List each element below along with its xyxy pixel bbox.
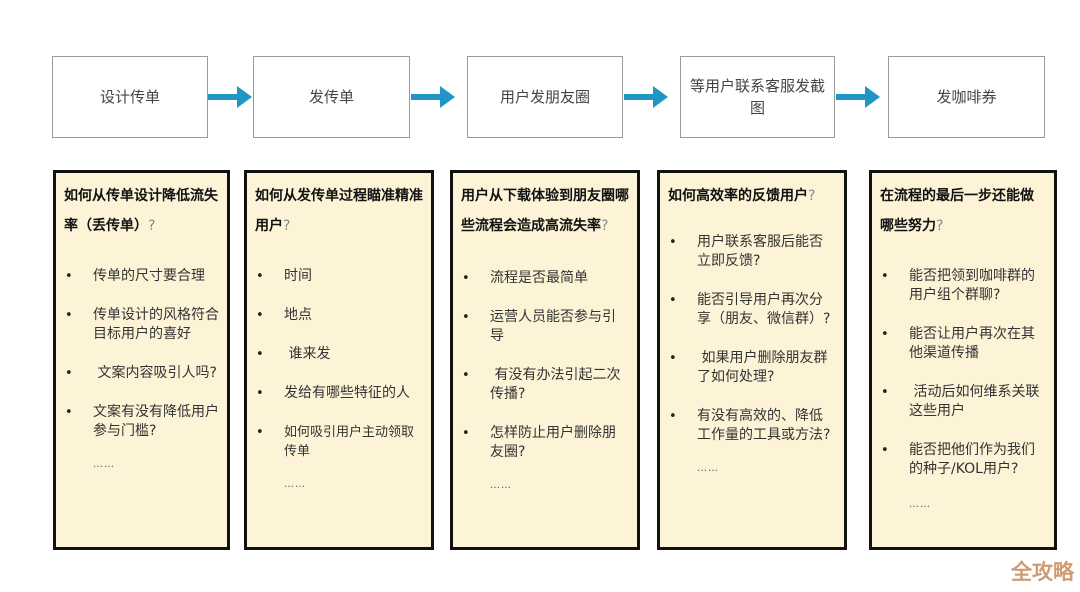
flow-step-label: 设计传单: [99, 88, 160, 106]
flow-step-label: 发咖啡券: [936, 88, 997, 106]
list-item: •能否把他们作为我们的种子/KOL用户?: [881, 442, 1035, 477]
flow-step-send-coupon: 发咖啡券: [888, 56, 1045, 138]
list-item: • 如果用户删除朋友群了如何处理?: [669, 350, 828, 385]
list-item: • 有没有办法引起二次传播?: [462, 367, 621, 402]
list-item: • 谁来发: [256, 346, 331, 362]
question-card-final-step: 在流程的最后一步还能做哪些努力? •能否把领到咖啡群的用户组个群聊? •能否让用…: [869, 170, 1057, 550]
flow-step-label: 等用户联系客服发截图: [689, 77, 825, 117]
card-list: •流程是否最简单 •运营人员能否参与引导 • 有没有办法引起二次传播? •怎样防…: [461, 269, 629, 462]
bullet-icon: •: [65, 366, 73, 381]
question-card-feedback: 如何高效率的反馈用户? •用户联系客服后能否立即反馈? •能否引导用户再次分享（…: [657, 170, 847, 550]
card-question: 如何从传单设计降低流失率（丢传单）?: [64, 188, 218, 234]
bullet-icon: •: [669, 409, 677, 424]
card-list: •时间 •地点 • 谁来发 •发给有哪些特征的人 •如何吸引用户主动领取传单: [255, 267, 423, 461]
card-list: •能否把领到咖啡群的用户组个群聊? •能否让用户再次在其他渠道传播 • 活动后如…: [880, 267, 1046, 479]
bullet-icon: •: [881, 443, 889, 458]
question-card-design: 如何从传单设计降低流失率（丢传单）? •传单的尺寸要合理 •传单设计的风格符合目…: [53, 170, 230, 550]
bullet-icon: •: [65, 269, 73, 284]
arrow-right-icon: [624, 86, 668, 108]
list-item: •时间: [256, 268, 312, 284]
bullet-icon: •: [881, 327, 889, 342]
bullet-icon: •: [256, 386, 264, 401]
bullet-icon: •: [256, 347, 264, 362]
card-list: •传单的尺寸要合理 •传单设计的风格符合目标用户的喜好 • 文案内容吸引人吗? …: [64, 267, 219, 441]
bullet-icon: •: [669, 293, 677, 308]
flow-step-label: 用户发朋友圈: [499, 88, 590, 106]
arrow-right-icon: [836, 86, 880, 108]
bullet-icon: •: [462, 271, 470, 286]
bullet-icon: •: [256, 308, 264, 323]
more-ellipsis: ……: [284, 479, 306, 490]
list-item: • 活动后如何维系关联这些用户: [881, 384, 1040, 419]
list-item: •文案有没有降低用户参与门槛?: [65, 404, 219, 439]
list-item: •传单设计的风格符合目标用户的喜好: [65, 307, 219, 342]
more-ellipsis: ……: [490, 480, 512, 491]
more-ellipsis: ……: [697, 463, 719, 474]
bullet-icon: •: [256, 425, 264, 440]
list-item: • 文案内容吸引人吗?: [65, 365, 217, 381]
bullet-icon: •: [65, 405, 73, 420]
card-question: 如何从发传单过程瞄准精准用户?: [255, 188, 423, 234]
arrow-right-icon: [411, 86, 455, 108]
list-item: •能否把领到咖啡群的用户组个群聊?: [881, 268, 1035, 303]
bullet-icon: •: [462, 310, 470, 325]
list-item: •地点: [256, 307, 312, 323]
bullet-icon: •: [65, 308, 73, 323]
arrow-right-icon: [208, 86, 252, 108]
list-item: •传单的尺寸要合理: [65, 268, 205, 284]
flow-step-wait-screenshot: 等用户联系客服发截图: [680, 56, 835, 138]
bullet-icon: •: [462, 368, 470, 383]
list-item: •能否引导用户再次分享（朋友、微信群）?: [669, 292, 831, 327]
list-item: •运营人员能否参与引导: [462, 309, 616, 344]
question-card-moments: 用户从下载体验到朋友圈哪些流程会造成高流失率? •流程是否最简单 •运营人员能否…: [450, 170, 640, 550]
list-item: •发给有哪些特征的人: [256, 385, 410, 401]
bullet-icon: •: [881, 385, 889, 400]
bullet-icon: •: [256, 269, 264, 284]
card-question: 用户从下载体验到朋友圈哪些流程会造成高流失率?: [461, 188, 629, 234]
list-item: •能否让用户再次在其他渠道传播: [881, 326, 1035, 361]
card-question: 在流程的最后一步还能做哪些努力?: [880, 188, 1034, 234]
list-item: •怎样防止用户删除朋友圈?: [462, 425, 616, 460]
more-ellipsis: ……: [93, 459, 115, 470]
card-list: •用户联系客服后能否立即反馈? •能否引导用户再次分享（朋友、微信群）? • 如…: [668, 233, 836, 445]
watermark-logo: 全攻略: [1011, 560, 1074, 584]
bullet-icon: •: [881, 269, 889, 284]
question-card-distribute: 如何从发传单过程瞄准精准用户? •时间 •地点 • 谁来发 •发给有哪些特征的人…: [244, 170, 434, 550]
flow-step-distribute-flyer: 发传单: [253, 56, 410, 138]
bullet-icon: •: [462, 426, 470, 441]
list-item: •如何吸引用户主动领取传单: [256, 425, 415, 459]
flow-step-design-flyer: 设计传单: [52, 56, 208, 138]
list-item: •流程是否最简单: [462, 270, 588, 286]
list-item: •有没有高效的、降低工作量的工具或方法?: [669, 408, 831, 443]
more-ellipsis: ……: [909, 499, 931, 510]
card-question: 如何高效率的反馈用户?: [668, 188, 816, 204]
bullet-icon: •: [669, 351, 677, 366]
flow-step-label: 发传单: [308, 88, 354, 106]
list-item: •用户联系客服后能否立即反馈?: [669, 234, 823, 269]
bullet-icon: •: [669, 235, 677, 250]
flow-step-user-post-moments: 用户发朋友圈: [467, 56, 623, 138]
